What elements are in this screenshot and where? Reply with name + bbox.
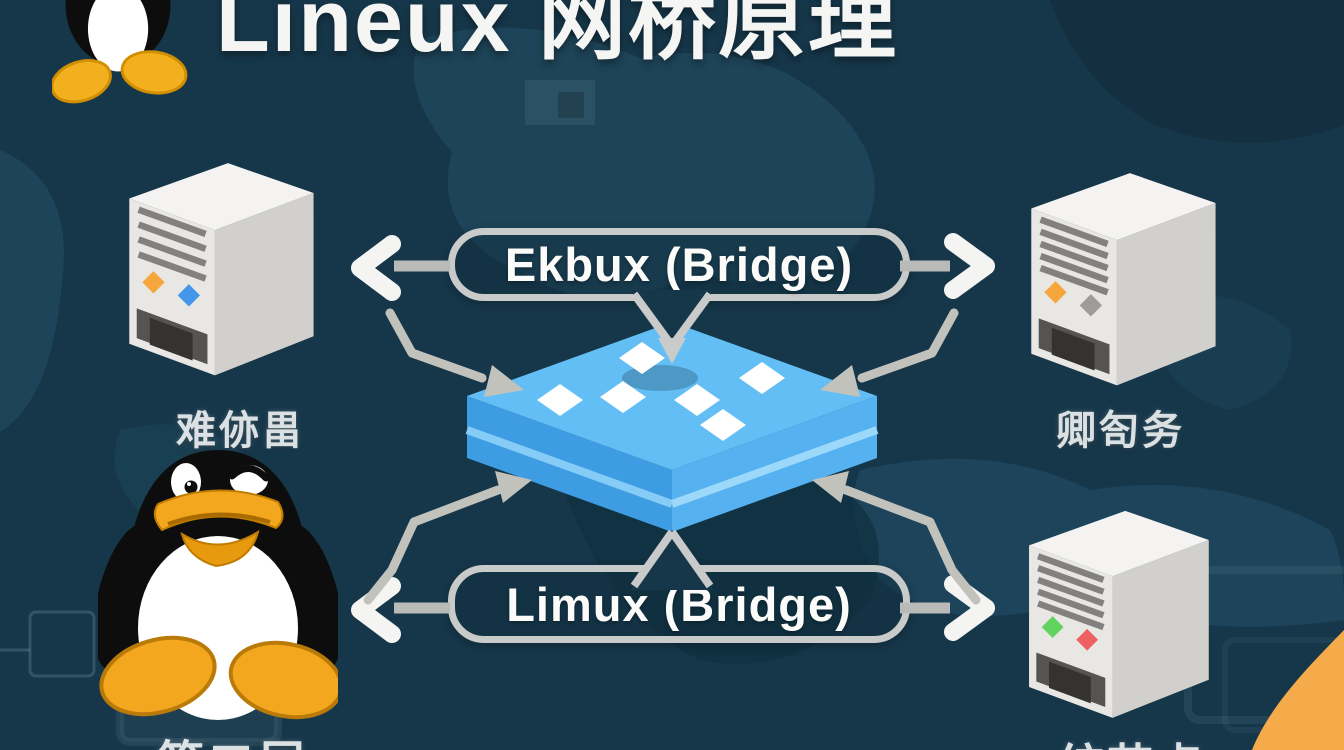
tux-penguin-winking-icon (98, 450, 338, 720)
tux-penguin-partial-icon (52, 0, 188, 104)
bridge-pill-top: Ekbux (Bridge) (448, 228, 910, 301)
bridge-pill-bottom: Limux (Bridge) (448, 565, 910, 643)
page-title: Lineux 网桥原理 (216, 0, 899, 70)
label-top-right-node: 卿匌务 (1056, 409, 1185, 453)
label-bottom-right-node: 统节点 (1058, 730, 1205, 750)
server-icon-top-right (1031, 173, 1216, 386)
vent-slats-icon (1037, 553, 1105, 631)
foot-icon (99, 635, 217, 717)
vent-slats-icon (1039, 216, 1109, 296)
led-icon (1076, 628, 1099, 651)
bridge-pill-top-label: Ekbux (Bridge) (504, 238, 854, 291)
label-top-left-node: 难㑊畕 (176, 409, 305, 453)
vent-slats-icon (137, 206, 207, 282)
label-bottom-left-node: 第二层 (156, 724, 309, 750)
bridge-pill-bottom-label: Limux (Bridge) (506, 577, 852, 631)
led-icon (142, 271, 165, 294)
led-icon (1044, 281, 1067, 304)
server-icon-top-left (129, 163, 314, 376)
bridge-platform-icon (465, 322, 879, 532)
led-icon (1041, 616, 1064, 638)
bridge-ports (537, 342, 785, 441)
corner-orange-wedge (1252, 630, 1344, 750)
server-icon-bottom-right (1029, 510, 1209, 718)
foot-icon (228, 640, 338, 720)
